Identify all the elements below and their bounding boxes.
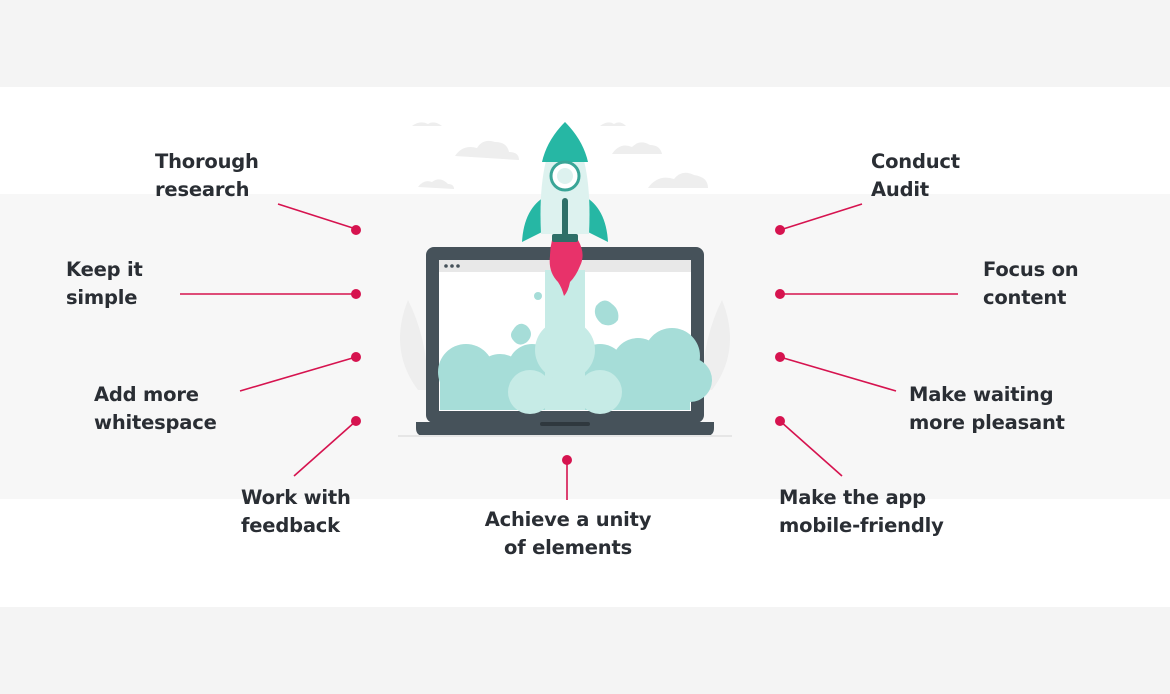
connector-make-waiting-pleasant bbox=[779, 356, 897, 392]
connector-thorough-research bbox=[277, 203, 357, 230]
connector-lines bbox=[180, 203, 958, 500]
dot-mobile-friendly bbox=[775, 416, 785, 426]
dot-work-with-feedback bbox=[351, 416, 361, 426]
label-add-more-whitespace: Add more whitespace bbox=[94, 383, 217, 434]
dot-unity-of-elements bbox=[562, 455, 572, 465]
cloud-icon bbox=[412, 122, 708, 189]
label-keep-it-simple: Keep it simple bbox=[66, 258, 143, 309]
label-make-waiting-more-pleasant: Make waiting more pleasant bbox=[909, 383, 1065, 434]
dot-make-waiting-pleasant bbox=[775, 352, 785, 362]
foliage-icon bbox=[400, 300, 730, 390]
connector-mobile-friendly bbox=[779, 420, 843, 477]
label-conduct-audit: Conduct Audit bbox=[871, 150, 960, 201]
rocket-icon bbox=[522, 122, 608, 296]
connector-work-with-feedback bbox=[293, 420, 357, 477]
dot-conduct-audit bbox=[775, 225, 785, 235]
dot-thorough-research bbox=[351, 225, 361, 235]
dot-add-more-whitespace bbox=[351, 352, 361, 362]
label-thorough-research: Thorough research bbox=[155, 150, 259, 201]
label-work-with-feedback: Work with feedback bbox=[241, 486, 351, 537]
dot-focus-on-content bbox=[775, 289, 785, 299]
label-achieve-unity-of-elements: Achieve a unity of elements bbox=[484, 508, 652, 559]
laptop-icon bbox=[398, 247, 732, 437]
connector-add-more-whitespace bbox=[239, 356, 357, 392]
connector-dots bbox=[351, 225, 785, 465]
dot-keep-it-simple bbox=[351, 289, 361, 299]
connector-conduct-audit bbox=[779, 203, 863, 231]
label-make-app-mobile-friendly: Make the app mobile-friendly bbox=[779, 486, 944, 537]
label-focus-on-content: Focus on content bbox=[983, 258, 1079, 309]
